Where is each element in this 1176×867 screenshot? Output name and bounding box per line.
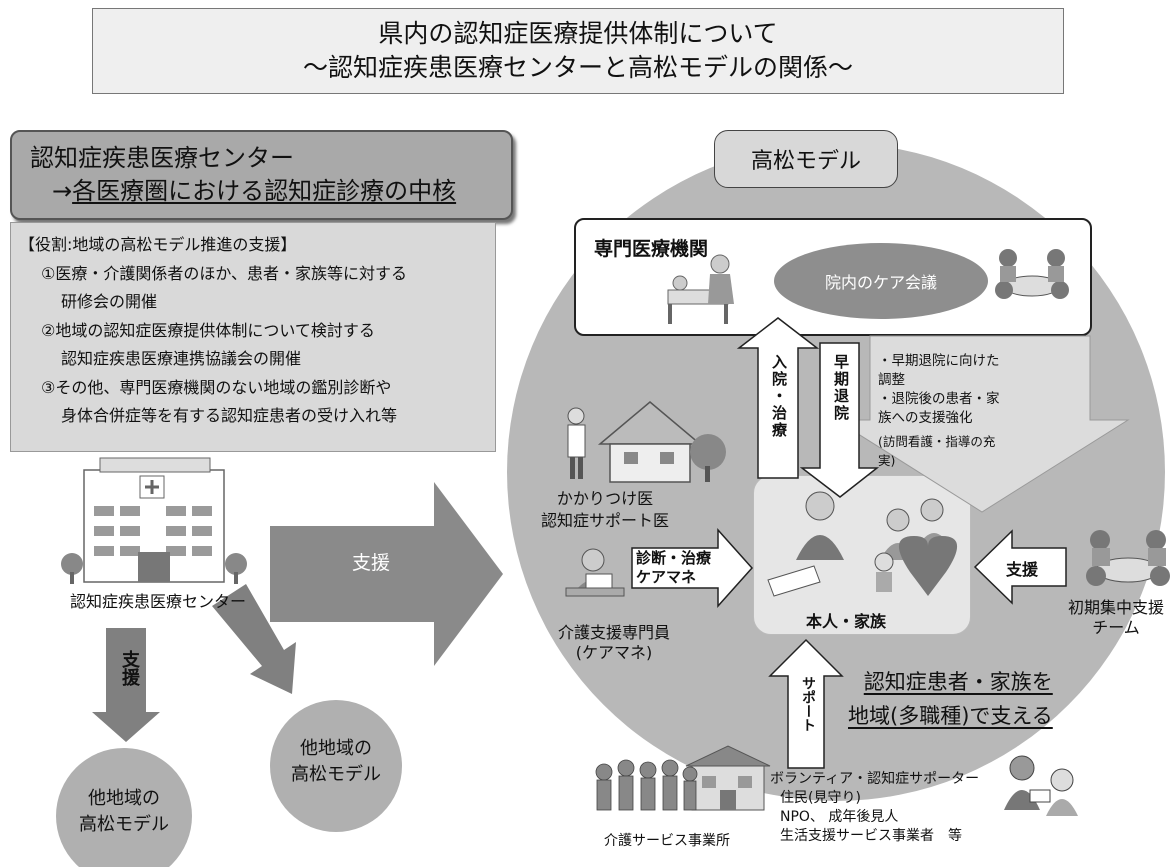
slogan-line2: 地域(多職種)で支える bbox=[848, 704, 1053, 728]
admission-arrow bbox=[736, 317, 820, 479]
diagnosis-line2: ケアマネ bbox=[636, 568, 697, 586]
volunteers-line4: 生活支援サービス事業者 等 bbox=[780, 828, 962, 844]
care-meeting-ellipse: 院内のケア会議 bbox=[774, 243, 988, 319]
role-item-1-cont: 研修会の開催 bbox=[61, 292, 158, 311]
title-banner: 県内の認知症医療提供体制について ～認知症疾患医療センターと高松モデルの関係～ bbox=[92, 8, 1064, 94]
discharge-support-big-arrow bbox=[834, 335, 1130, 513]
note-line-6: 実) bbox=[878, 453, 896, 468]
other-region-circle-2 bbox=[270, 700, 402, 832]
takamatsu-model-label: 高松モデル bbox=[714, 130, 898, 188]
diagonal-support-arrow bbox=[212, 584, 296, 694]
care-staff-building-icon bbox=[595, 745, 771, 811]
slogan-line1: 認知症患者・家族を bbox=[863, 670, 1053, 694]
gp-label-line1: かかりつけ医 bbox=[556, 489, 654, 508]
specialist-hospital-label: 専門医療機関 bbox=[594, 238, 709, 260]
other-region-2-line2: 高松モデル bbox=[291, 764, 381, 785]
doctor-house-icon bbox=[567, 401, 726, 483]
role-item-1: ①医療・介護関係者のほか、患者・家族等に対する bbox=[41, 263, 408, 283]
care-office-label: 介護サービス事業所 bbox=[604, 833, 730, 849]
community-support-arrow bbox=[768, 638, 844, 769]
admission-arrow-label: 入院・治療 bbox=[770, 354, 788, 439]
other-region-circle-1 bbox=[56, 748, 192, 867]
down-support-arrow-label: 支援 bbox=[119, 650, 140, 686]
volunteers-label: ボランティア・認知症サポーター 住民(見守り) NPO、 成年後見人 生活支援サ… bbox=[770, 770, 979, 846]
other-region-2-line1: 他地域の bbox=[300, 738, 372, 759]
gp-label: かかりつけ医 認知症サポート医 bbox=[530, 488, 680, 532]
slogan: 認知症患者・家族を 地域(多職種)で支える bbox=[848, 665, 1053, 733]
medical-center-role-line: →各医療圏における認知症診療の中核 bbox=[30, 174, 511, 208]
initial-team-line2: チーム bbox=[1092, 618, 1140, 637]
role-item-3: ③その他、専門医療機関のない地域の鑑別診断や bbox=[41, 377, 392, 397]
medical-center-core-text: 各医療圏における認知症診療の中核 bbox=[72, 177, 457, 205]
arrow-glyph: → bbox=[52, 177, 73, 205]
big-support-arrow-label: 支援 bbox=[352, 552, 391, 574]
early-discharge-arrow bbox=[799, 342, 880, 498]
note-line-3: ・退院後の患者・家 bbox=[878, 391, 1000, 407]
title-line-2: ～認知症疾患医療センターと高松モデルの関係～ bbox=[302, 53, 853, 82]
care-meeting-icon bbox=[995, 249, 1069, 299]
initial-team-line1: 初期集中支援 bbox=[1067, 598, 1164, 617]
community-support-label: サポート bbox=[800, 676, 816, 732]
volunteers-line3: NPO、 成年後見人 bbox=[780, 809, 899, 825]
role-item-2-cont: 認知症疾患医療連携協議会の開催 bbox=[61, 349, 302, 368]
role-item-3-cont: 身体合併症等を有する認知症患者の受け入れ等 bbox=[61, 406, 398, 425]
care-manager-label: 介護支援専門員 (ケアマネ) bbox=[544, 623, 684, 663]
title-line-1: 県内の認知症医療提供体制について bbox=[378, 19, 778, 48]
note-line-2: 調整 bbox=[878, 372, 905, 388]
medical-center-box: 認知症疾患医療センター →各医療圏における認知症診療の中核 bbox=[10, 130, 513, 220]
big-support-arrow bbox=[270, 482, 503, 666]
diagnosis-arrow-label: 診断・治療 ケアマネ bbox=[636, 549, 711, 587]
discharge-notes: ・早期退院に向けた 調整 ・退院後の患者・家 族への支援強化 (訪問看護・指導の… bbox=[878, 352, 1076, 470]
other-region-label-2: 他地域の 高松モデル bbox=[284, 736, 388, 788]
initial-team-support-arrow bbox=[973, 529, 1067, 605]
hospital-building-icon bbox=[61, 457, 247, 584]
role-item-2: ②地域の認知症医療提供体制について検討する bbox=[41, 320, 375, 340]
patient-family-label: 本人・家族 bbox=[806, 612, 887, 631]
care-manager-line1: 介護支援専門員 bbox=[557, 623, 670, 642]
volunteers-line1: ボランティア・認知症サポーター bbox=[770, 771, 980, 787]
gp-label-line2: 認知症サポート医 bbox=[540, 511, 669, 530]
diagnosis-arrow bbox=[631, 528, 754, 608]
down-support-arrow bbox=[92, 628, 160, 742]
role-description-box: 【役割:地域の高松モデル推進の支援】 ①医療・介護関係者のほか、患者・家族等に対… bbox=[10, 222, 496, 452]
role-heading: 【役割:地域の高松モデル推進の支援】 bbox=[19, 235, 297, 254]
care-manager-line2: (ケアマネ) bbox=[575, 643, 653, 662]
note-line-4: 族への支援強化 bbox=[878, 410, 973, 426]
volunteers-line2: 住民(見守り) bbox=[780, 790, 861, 806]
volunteer-elderly-icon bbox=[1004, 755, 1078, 816]
early-discharge-arrow-label: 早期退院 bbox=[832, 354, 850, 422]
medical-center-heading: 認知症疾患医療センター bbox=[30, 144, 294, 172]
patient-bed-icon bbox=[667, 254, 734, 324]
other-region-1-line2: 高松モデル bbox=[79, 814, 169, 835]
diagnosis-line1: 診断・治療 bbox=[636, 549, 712, 567]
initial-team-icon bbox=[1086, 530, 1170, 586]
other-region-1-line1: 他地域の bbox=[88, 788, 160, 809]
initial-team-label: 初期集中支援 チーム bbox=[1058, 598, 1174, 638]
care-manager-icon bbox=[565, 548, 625, 597]
initial-team-support-label: 支援 bbox=[1006, 560, 1039, 579]
patient-family-icon bbox=[767, 491, 958, 597]
medical-center-icon-label: 認知症疾患医療センター bbox=[70, 592, 247, 611]
care-meeting-label: 院内のケア会議 bbox=[824, 273, 937, 292]
note-line-5: (訪問看護・指導の充 bbox=[878, 434, 996, 449]
note-line-1: ・早期退院に向けた bbox=[878, 353, 1000, 369]
other-region-label-1: 他地域の 高松モデル bbox=[72, 786, 176, 838]
